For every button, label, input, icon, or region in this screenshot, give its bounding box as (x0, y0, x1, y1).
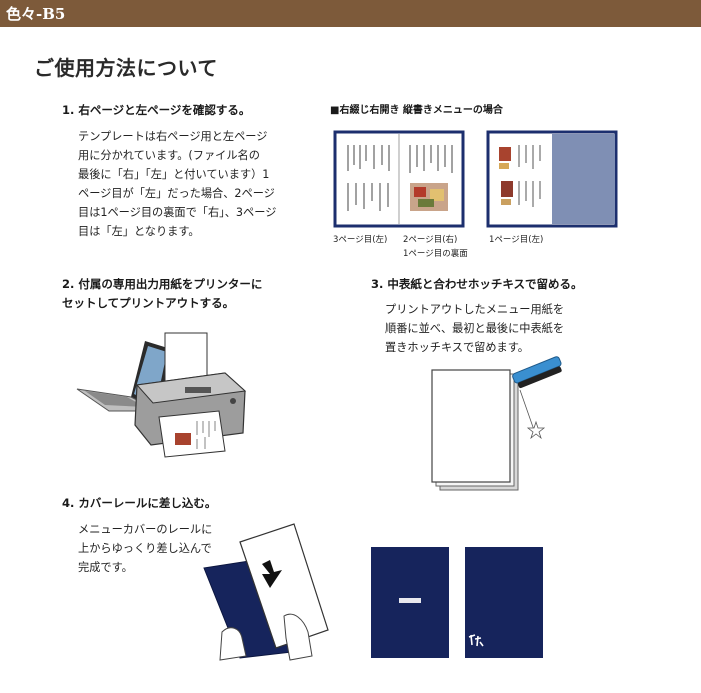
step2-title: 2. 付属の専用出力用紙をプリンターに セットしてプリントアウトする。 (62, 275, 262, 313)
cover-back (465, 547, 543, 658)
layout-section-title: ■右綴じ右開き 縦書きメニューの場合 (330, 105, 503, 116)
cover-back-logo (468, 634, 484, 647)
step1-body: テンプレートは右ページ用と左ページ 用に分かれています。(ファイル名の 最後に「… (78, 127, 298, 241)
step1-line: ページ目が「左」だった場合、2ページ (78, 187, 275, 200)
stapled-papers-illustration (431, 356, 562, 491)
cover-insert-illustration (203, 523, 329, 661)
step2-title-line: セットしてプリントアウトする。 (62, 296, 235, 310)
caption-page3: 3ページ目(左) (333, 235, 388, 245)
step3-line: プリントアウトしたメニュー用紙を (385, 303, 565, 316)
header-bar: 色々-B5 (0, 0, 701, 27)
page-title: ご使用方法について (34, 56, 218, 80)
step1-title: 1. 右ページと左ページを確認する。 (62, 103, 251, 117)
step3-line: 置きホッチキスで留めます。 (385, 341, 529, 354)
header-title: 色々-B5 (6, 5, 66, 23)
step3-body: プリントアウトしたメニュー用紙を 順番に並べ、最初と最後に中表紙を 置きホッチキ… (385, 300, 605, 357)
step4-line: メニューカバーのレールに (78, 523, 213, 536)
cover-page-illustration (486, 130, 618, 228)
printer-illustration (76, 332, 247, 458)
cover-front (371, 547, 449, 658)
step3-title: 3. 中表紙と合わせホッチキスで留める。 (371, 277, 583, 291)
caption-page2: 2ページ目(右) (403, 235, 458, 245)
step1-line: 目は「左」となります。 (78, 225, 200, 238)
step4-body: メニューカバーのレールに 上からゆっくり差し込んで 完成です。 (78, 520, 278, 577)
step2-title-line: 2. 付属の専用出力用紙をプリンターに (62, 277, 263, 291)
step1-line: 用に分かれています。(ファイル名の (78, 149, 260, 162)
caption-page2-sub: 1ページ目の裏面 (403, 249, 468, 259)
step1-line: 最後に「右」「左」と付いています）1 (78, 168, 270, 181)
caption-page1: 1ページ目(左) (489, 235, 544, 245)
step3-line: 順番に並べ、最初と最後に中表紙を (385, 322, 565, 335)
step4-title: 4. カバーレールに差し込む。 (62, 496, 217, 510)
open-spread-illustration (333, 130, 465, 228)
step4-line: 上からゆっくり差し込んで (78, 542, 212, 555)
step4-line: 完成です。 (78, 561, 133, 574)
step1-line: テンプレートは右ページ用と左ページ (78, 130, 268, 143)
step1-line: 目は1ページ目の裏面で「右」、3ページ (78, 206, 277, 219)
cover-logo (399, 598, 421, 603)
